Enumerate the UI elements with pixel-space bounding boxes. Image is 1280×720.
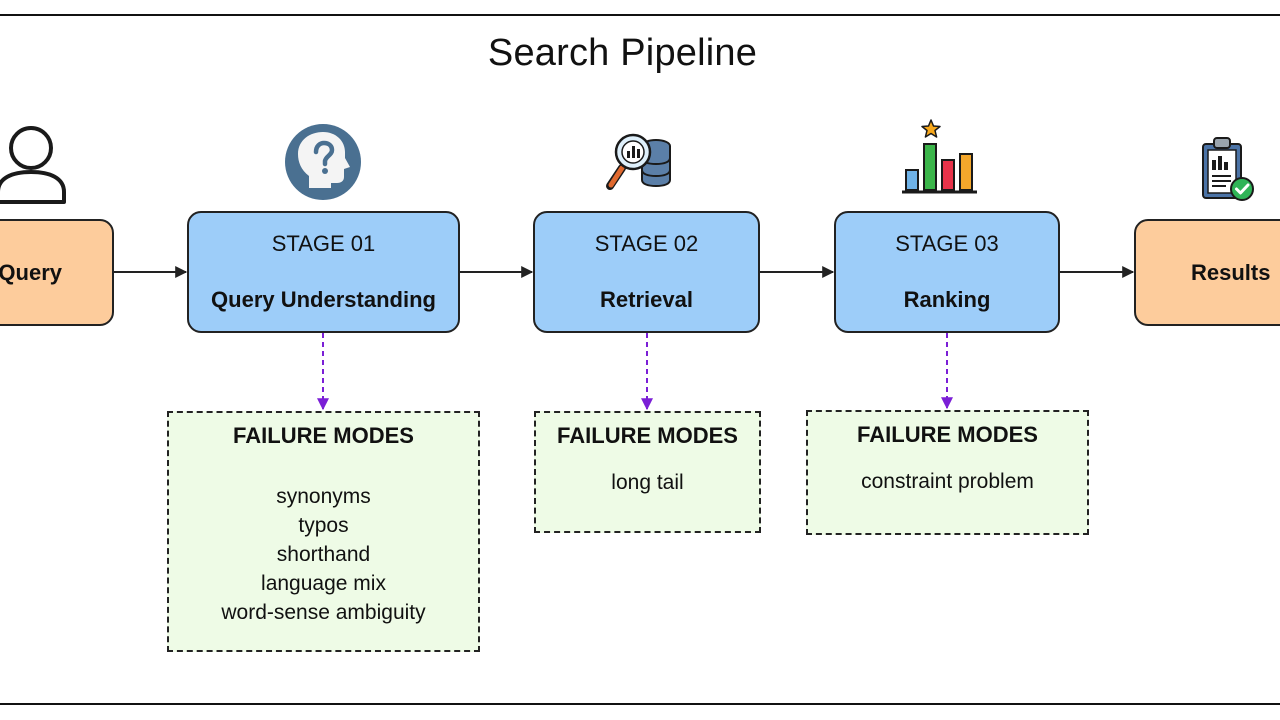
failure-mode-item: constraint problem: [861, 470, 1034, 493]
stage-1-name: Query Understanding: [211, 287, 436, 312]
user-icon: [0, 126, 66, 204]
results-label: Results: [1191, 259, 1271, 285]
failure-mode-item: typos: [298, 514, 349, 537]
stage-3-number: STAGE 03: [895, 231, 999, 256]
stage-1-failure-list: synonyms typos shorthand language mix wo…: [169, 482, 478, 627]
diagram-title: Search Pipeline: [487, 32, 758, 74]
ranking-bar-chart-icon: [902, 119, 977, 194]
query-label: Query: [0, 259, 62, 285]
failure-mode-item: word-sense ambiguity: [221, 601, 426, 624]
stage-3-box: STAGE 03 Ranking: [834, 211, 1060, 333]
database-search-icon: [606, 133, 671, 190]
question-head-icon: [285, 124, 361, 200]
results-node: Results: [1134, 219, 1280, 326]
failure-mode-item: shorthand: [276, 543, 371, 566]
failure-mode-item: language mix: [261, 572, 386, 595]
failure-mode-item: long tail: [611, 471, 684, 494]
clipboard-check-icon: [1202, 137, 1254, 201]
stage-2-failure-heading: FAILURE MODES: [557, 423, 738, 448]
top-border: [0, 14, 1280, 16]
stage-2-number: STAGE 02: [594, 231, 699, 256]
stage-1-box: STAGE 01 Query Understanding: [187, 211, 460, 333]
bottom-border: [0, 703, 1280, 705]
stage-1-failure-heading: FAILURE MODES: [233, 423, 414, 448]
stage-3-failure-heading: FAILURE MODES: [857, 422, 1038, 447]
query-node: Query: [0, 219, 114, 326]
stage-1-number: STAGE 01: [271, 231, 376, 256]
stage-2-failure-box: FAILURE MODES long tail: [534, 411, 761, 533]
stage-1-failure-box: FAILURE MODES synonyms typos shorthand l…: [167, 411, 480, 652]
stage-3-name: Ranking: [903, 287, 991, 312]
stage-2-box: STAGE 02 Retrieval: [533, 211, 760, 333]
stage-3-failure-box: FAILURE MODES constraint problem: [806, 410, 1089, 535]
stage-3-failure-list: constraint problem: [808, 467, 1087, 496]
stage-2-failure-list: long tail: [536, 468, 759, 497]
failure-mode-item: synonyms: [276, 485, 371, 508]
stage-2-name: Retrieval: [600, 287, 693, 312]
